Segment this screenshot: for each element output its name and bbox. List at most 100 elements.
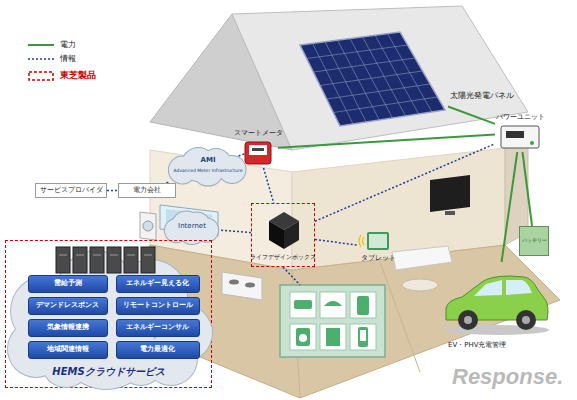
utility-box: 電力会社 (118, 183, 176, 198)
power-unit-icon (501, 126, 539, 148)
server-rack (56, 247, 70, 273)
node-label: エネルギーコンサル (126, 324, 189, 332)
wireless-wave (359, 235, 361, 247)
node-label: Internet (178, 223, 206, 231)
node-label: 太陽光発電パネル (450, 92, 514, 100)
node-label: 需給予測 (54, 280, 82, 288)
service-button: 気象情報連携 (28, 319, 108, 337)
service-button: リモートコントロール (116, 297, 200, 315)
power-unit-screen (506, 131, 524, 138)
legend-text: 情報 (60, 54, 76, 64)
room-furniture-part (245, 283, 255, 288)
legend-text: 電力 (60, 40, 76, 50)
legend-entry: 東芝製品 (28, 69, 96, 82)
node-label: パワーユニット (496, 114, 545, 122)
legend-entry: 電力 (28, 40, 76, 50)
car-wheel (516, 310, 536, 330)
appliance-panel-part (296, 328, 310, 346)
house-roof (150, 6, 528, 150)
node-label: タブレット (361, 255, 396, 262)
service-button: 地域関連情報 (28, 341, 108, 359)
car-wheel (458, 310, 478, 330)
power-line (278, 135, 495, 148)
solar-panel-shape (298, 30, 448, 128)
cube-left (269, 221, 284, 249)
solar-panel: 太陽光発電パネル (298, 30, 448, 128)
appliance-panel-part (350, 292, 376, 318)
node-label: 地域関連情報 (47, 346, 89, 354)
legend-box-sample (29, 72, 53, 80)
legend-entry: 情報 (28, 54, 76, 64)
server-rack (124, 247, 138, 273)
appliance-panel-part (290, 324, 316, 350)
legend-line-sample (28, 58, 54, 60)
server-stripe (76, 255, 84, 256)
server-stripe (144, 255, 152, 256)
service-button: 電力最適化 (116, 341, 200, 359)
watermark: Response. (452, 364, 563, 390)
node-label: ライフデザインボックス (250, 254, 316, 260)
appliance-panel-part (357, 296, 369, 315)
appliance-panel-part (290, 292, 316, 318)
house-walls (110, 136, 560, 398)
panel-surface (300, 32, 445, 126)
info-line (264, 168, 274, 203)
node-label: エネルギー見える化 (126, 280, 189, 288)
room-furniture-part (402, 279, 438, 291)
meter-display (249, 145, 267, 155)
info-line (216, 230, 251, 233)
info-line (107, 190, 118, 192)
node-sublabel: Advanced Meter Infrastructure (174, 169, 243, 174)
node-label: HEMSクラウドサービス (52, 366, 164, 377)
appliance-panel-part (299, 334, 307, 342)
power-line (522, 152, 532, 226)
power-unit-lamp (530, 141, 534, 145)
room-furniture-part (430, 175, 470, 212)
node-label: デマンドレスポンス (36, 302, 99, 310)
power-line (448, 107, 495, 124)
panel-grid (333, 97, 437, 113)
cube-right (284, 221, 299, 249)
server-stripe (110, 255, 118, 256)
legend-line-sample (28, 44, 54, 46)
appliance-panel-part (350, 324, 376, 350)
legend-swatch (28, 54, 54, 64)
server-rack (141, 247, 155, 273)
appliance-panel-part (360, 330, 366, 341)
info-wire-part (283, 267, 300, 285)
panel-grid (320, 71, 423, 86)
legend-swatch (28, 71, 54, 81)
node-label: 電力会社 (133, 187, 161, 195)
panel-grid (327, 84, 430, 99)
hems-cloud: HEMSクラウドサービス需給予測 エネルギー見える化デマンドレスポンス リモートコン… (5, 240, 212, 388)
node-label: サービスプロバイダ (40, 187, 103, 195)
life-design-box: ライフデザインボックス (251, 203, 315, 267)
appliance-panel-part (280, 285, 385, 357)
info-line (315, 144, 495, 221)
car-window (474, 280, 502, 296)
house-walls-part (380, 262, 420, 372)
power-line (502, 152, 518, 262)
info-line (315, 239, 358, 245)
ami-cloud: AMIAdvanced Meter Infrastructure (168, 152, 248, 182)
wireless-wave (363, 237, 365, 245)
node-label: リモートコントロール (123, 302, 193, 310)
room-furniture-part (140, 212, 156, 240)
node-label: EV・PHV充電管理 (448, 342, 507, 350)
server-rack (73, 247, 87, 273)
server-rack (107, 247, 121, 273)
appliance-panel-part (320, 292, 346, 318)
panel-grid (313, 58, 415, 72)
power-unit: パワーユニット (495, 114, 545, 152)
appliance-panel-part (324, 301, 342, 306)
server-stripe (93, 255, 101, 256)
appliance-panel-part (294, 300, 312, 309)
node-label: バッテリー (522, 238, 547, 244)
meter-icon (245, 142, 271, 164)
legend-text: 東芝製品 (60, 69, 96, 82)
legend-swatch (28, 40, 54, 50)
meter-digits (252, 148, 264, 151)
